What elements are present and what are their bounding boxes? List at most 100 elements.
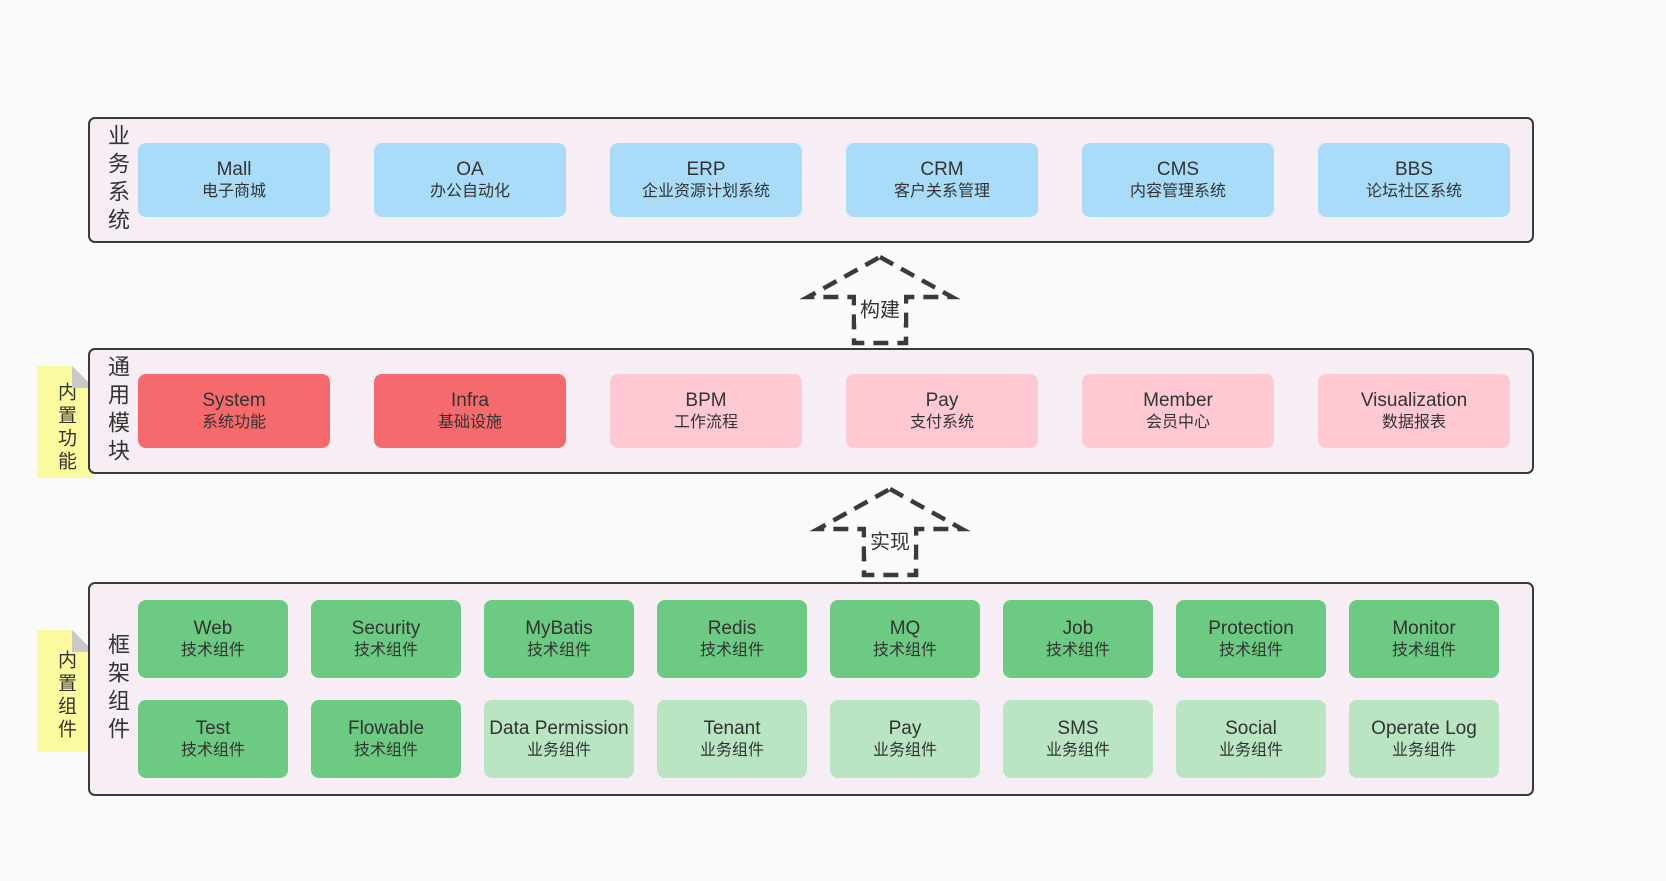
arrow-implement-label: 实现 <box>866 524 914 556</box>
arrow-build-up: 构建 <box>795 254 965 346</box>
box-title: BBS <box>1394 159 1434 181</box>
box-title: CMS <box>1156 159 1200 181</box>
box-subtitle: 技术组件 <box>1218 641 1283 659</box>
layer-framework-components-label: 框架组件 <box>105 633 130 745</box>
box-subtitle: 业务组件 <box>872 741 937 759</box>
box-subtitle: 电子商城 <box>201 182 266 200</box>
box-title: Operate Log <box>1371 718 1477 740</box>
box-subtitle: 技术组件 <box>180 641 245 659</box>
box-title: OA <box>456 159 484 181</box>
box-subtitle: 业务组件 <box>1391 741 1456 759</box>
dashed-up-arrow-icon <box>799 254 961 346</box>
box-subtitle: 内容管理系统 <box>1129 182 1226 200</box>
sticky-note-builtin-features: 内置功能 <box>37 366 94 478</box>
box-title: Tenant <box>703 718 761 740</box>
box-title: MyBatis <box>525 618 593 640</box>
box-title: Social <box>1225 718 1277 740</box>
dashed-up-arrow-icon <box>809 486 971 578</box>
box-title: Security <box>351 618 421 640</box>
box-subtitle: 企业资源计划系统 <box>641 182 770 200</box>
box-title: System <box>202 390 266 412</box>
box-title: Mall <box>216 159 252 181</box>
box-subtitle: 技术组件 <box>699 641 764 659</box>
box-subtitle: 技术组件 <box>1391 641 1456 659</box>
box-title: CRM <box>920 159 964 181</box>
box-subtitle: 技术组件 <box>872 641 937 659</box>
box-title: Web <box>193 618 233 640</box>
box-title: Pay <box>888 718 922 740</box>
box-subtitle: 业务组件 <box>699 741 764 759</box>
box-subtitle: 业务组件 <box>1218 741 1283 759</box>
box-subtitle: 客户关系管理 <box>893 182 990 200</box>
box-title: Redis <box>707 618 757 640</box>
arrow-build-label: 构建 <box>856 292 904 324</box>
box-subtitle: 技术组件 <box>353 741 418 759</box>
box-subtitle: 技术组件 <box>1045 641 1110 659</box>
box-subtitle: 工作流程 <box>673 413 738 431</box>
sticky-note-builtin-components: 内置组件 <box>37 630 94 752</box>
box-subtitle: 系统功能 <box>201 413 266 431</box>
box-title: Infra <box>450 390 490 412</box>
box-subtitle: 技术组件 <box>180 741 245 759</box>
box-subtitle: 论坛社区系统 <box>1365 182 1462 200</box>
box-title: Member <box>1143 390 1213 412</box>
box-title: ERP <box>686 159 726 181</box>
box-title: Visualization <box>1360 390 1468 412</box>
box-title: Pay <box>925 390 959 412</box>
layer-business-systems-label: 业务系统 <box>105 124 130 236</box>
sticky-note-builtin-features-label: 内置功能 <box>55 382 76 474</box>
box-title: Flowable <box>347 718 425 740</box>
box-subtitle: 技术组件 <box>526 641 591 659</box>
box-subtitle: 数据报表 <box>1381 413 1446 431</box>
box-subtitle: 会员中心 <box>1145 413 1210 431</box>
box-subtitle: 业务组件 <box>1045 741 1110 759</box>
arrow-implement-up: 实现 <box>805 486 975 578</box>
box-title: BPM <box>685 390 727 412</box>
box-title: Job <box>1062 618 1094 640</box>
layer-common-modules-label: 通用模块 <box>105 355 130 467</box>
box-subtitle: 技术组件 <box>353 641 418 659</box>
box-subtitle: 基础设施 <box>437 413 502 431</box>
box-title: Protection <box>1208 618 1294 640</box>
box-title: SMS <box>1057 718 1099 740</box>
box-title: MQ <box>889 618 921 640</box>
box-title: Test <box>195 718 231 740</box>
box-subtitle: 支付系统 <box>909 413 974 431</box>
